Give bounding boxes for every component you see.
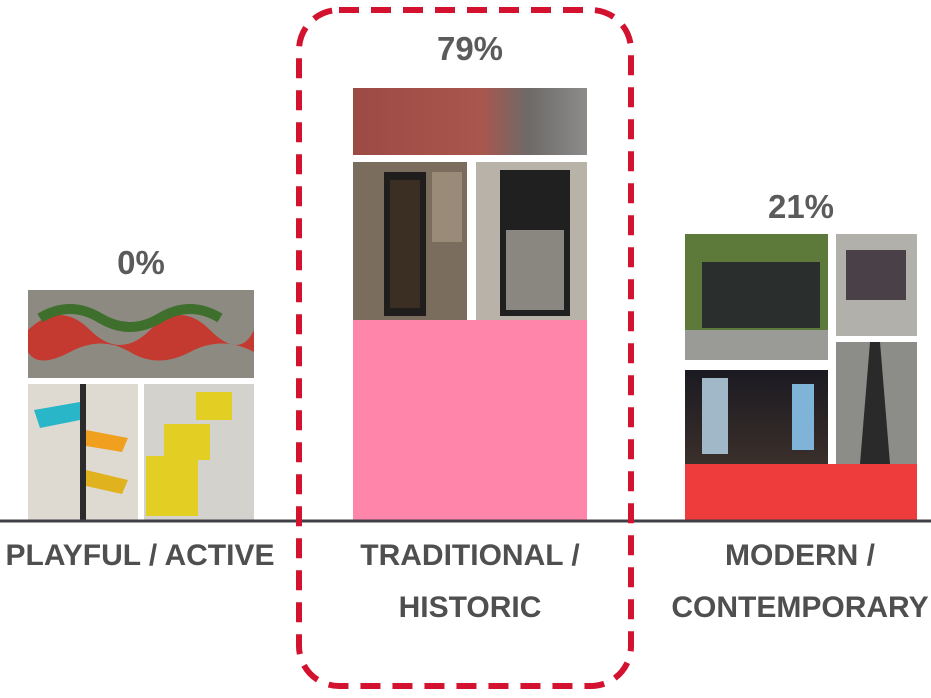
category-label-traditional-historic-line-1: TRADITIONAL / [360,539,580,572]
traditional-photo-collage [353,88,587,320]
playful-photo-collage [28,290,254,520]
brick-paving-photo [353,88,587,155]
value-label-traditional-historic: 79% [437,30,503,67]
value-label-playful-active: 0% [117,244,165,281]
category-label-modern-contemporary-line-2: CONTEMPORARY [671,591,928,624]
bar-modern-contemporary [685,464,917,521]
modern-photo-collage [685,234,917,464]
category-label-traditional-historic-line-2: HISTORIC [399,591,542,624]
highlight-dashed-outline [296,7,634,689]
value-label-modern-contemporary: 21% [768,188,834,225]
category-label-playful-active-line-1: PLAYFUL / ACTIVE [6,539,275,572]
bar-traditional-historic [353,320,587,521]
category-label-modern-contemporary-line-1: MODERN / [725,539,876,572]
